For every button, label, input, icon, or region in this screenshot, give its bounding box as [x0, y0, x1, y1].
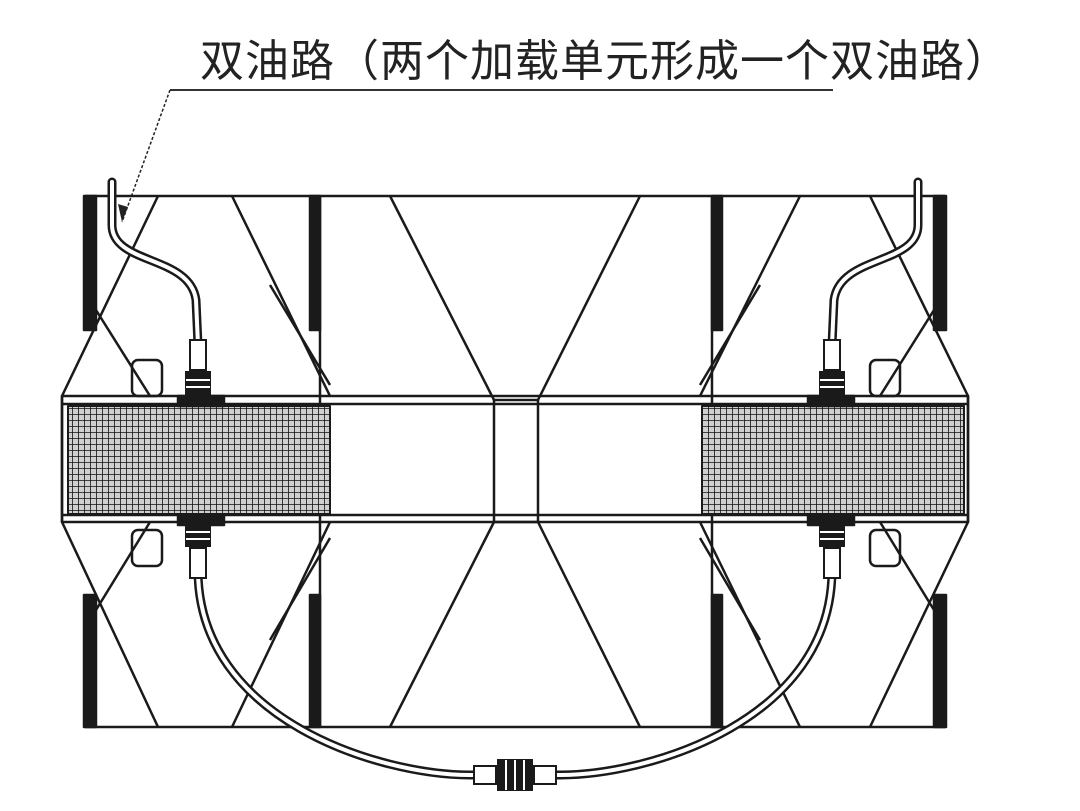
right-diagonals: [698, 284, 936, 641]
left-clamp-pad-bottom: [130, 528, 164, 568]
left-outer-flange-top: [82, 194, 98, 332]
right-inner-rib-bottom: [710, 593, 724, 729]
right-port-block-top: [806, 394, 856, 408]
horizontal-beam: [60, 394, 970, 524]
right-lower-fitting: [819, 523, 845, 579]
center-column: [492, 398, 540, 524]
annotation-label: 双油路（两个加载单元形成一个双油路）: [200, 36, 1010, 87]
right-clamp-pad-top: [868, 358, 902, 398]
left-coil-pack: [67, 405, 331, 515]
left-lower-fitting: [185, 523, 211, 579]
leader-line: [121, 89, 171, 223]
left-inner-rib-bottom: [308, 593, 322, 729]
leader-arrowhead: [118, 204, 128, 222]
right-upper-fitting: [819, 339, 845, 395]
left-upper-oil-pipe: [107, 177, 203, 350]
left-port-block-top: [176, 394, 226, 408]
bottom-pipe-coupling: [473, 759, 557, 791]
left-outer-flange-bottom: [82, 593, 98, 729]
right-clamp-pad-bottom: [868, 528, 902, 568]
left-upper-fitting: [185, 339, 211, 395]
right-upper-oil-pipe: [827, 177, 923, 350]
right-outer-flange-top: [932, 194, 948, 332]
right-outer-flange-bottom: [932, 593, 948, 729]
right-coil-pack: [701, 405, 965, 515]
left-clamp-pad-top: [130, 358, 164, 398]
middle-section: [322, 195, 712, 729]
left-diagonals: [94, 284, 332, 641]
middle-diagonals: [388, 195, 642, 728]
left-inner-rib-top: [308, 194, 322, 332]
right-inner-rib-top: [710, 194, 724, 332]
